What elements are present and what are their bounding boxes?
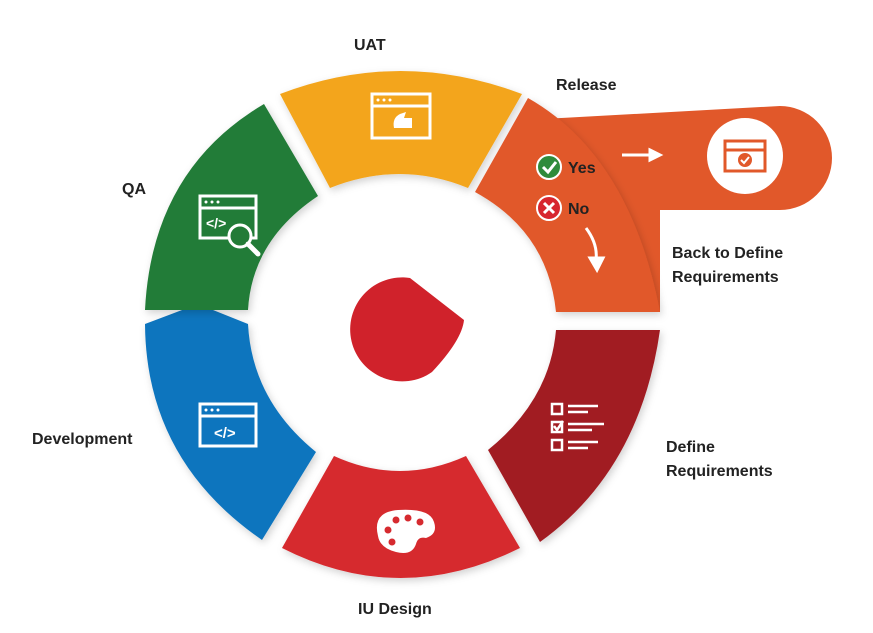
back-to-define-line2: Requirements	[672, 269, 779, 286]
development-segment	[145, 304, 316, 540]
no-label: No	[568, 201, 590, 218]
release-segment	[475, 98, 660, 312]
yes-check-icon	[536, 154, 562, 180]
define-requirements-line2: Requirements	[666, 463, 773, 480]
down-arrow-icon	[584, 227, 606, 274]
checklist-icon	[550, 402, 604, 452]
define-requirements-segment	[488, 330, 660, 542]
back-to-define-label: Back to Define Requirements	[672, 242, 783, 290]
svg-text:</>: </>	[214, 425, 236, 442]
back-to-define-line1: Back to Define	[672, 245, 784, 262]
uat-label: UAT	[354, 37, 386, 54]
browser-check-icon	[707, 118, 783, 194]
yes-label: Yes	[568, 160, 596, 177]
define-requirements-label: Define Requirements	[666, 436, 773, 484]
no-cross-icon	[536, 195, 562, 221]
define-requirements-line1: Define	[666, 439, 715, 456]
center-drop	[350, 277, 464, 382]
qa-label: QA	[122, 181, 146, 198]
code-search-icon: </>	[198, 194, 261, 257]
development-label: Development	[32, 431, 133, 448]
iu-design-label: IU Design	[358, 601, 432, 618]
right-arrow-icon	[622, 147, 664, 163]
browser-hand-icon	[370, 92, 432, 140]
code-window-icon: </>	[198, 402, 258, 448]
uat-segment	[280, 71, 522, 188]
palette-icon	[376, 509, 435, 553]
svg-text:</>: </>	[206, 215, 226, 231]
release-label: Release	[556, 77, 617, 94]
